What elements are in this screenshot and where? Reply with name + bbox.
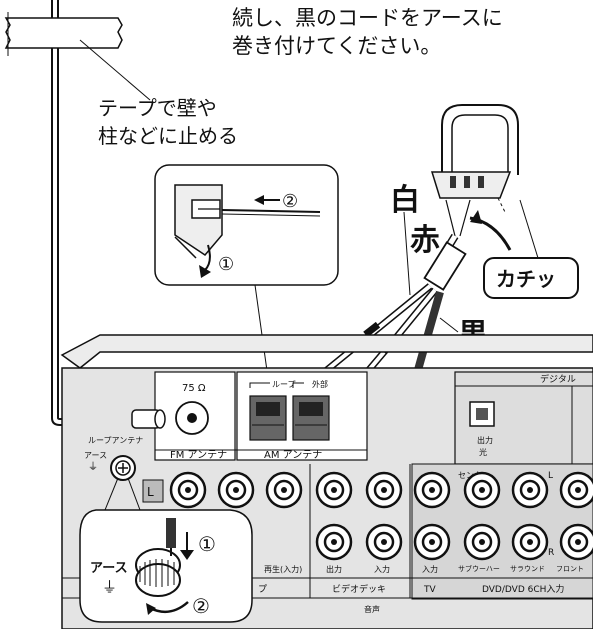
click-label: カチッ (496, 267, 556, 291)
optical-out-label: 出力 (477, 435, 493, 445)
digital-label: デジタル (540, 373, 576, 385)
optical-output-jack (469, 401, 495, 427)
l-channel-box (142, 479, 164, 503)
tape-short-label: プ (258, 584, 267, 595)
am-external-label: 外部 (312, 379, 328, 389)
lever-step-1: ① (218, 254, 234, 275)
audio-label: 音声 (364, 604, 380, 614)
rca-jack-row-2 (315, 523, 593, 561)
fm-antenna-wire (51, 0, 140, 426)
earth-inset-symbol: ⏚ (102, 578, 117, 596)
left-label: L (548, 471, 553, 481)
video-deck-label: ビデオデッキ (332, 583, 386, 595)
click-callout: カチッ (483, 257, 579, 299)
loop-antenna-label: ループアンテナ (88, 436, 143, 445)
optical-label: 光 (479, 447, 487, 457)
earth-inset-label: アース (90, 561, 128, 576)
instruction-line-2: 巻き付けてください。 (232, 34, 441, 58)
lever-callout: ② ① (154, 164, 339, 379)
front-label: フロント (556, 565, 584, 573)
fm-antenna-jack (131, 401, 209, 435)
tape-note-line-2: 柱などに止める (98, 124, 238, 148)
l-box-label: L (147, 485, 154, 499)
loop-antenna (430, 104, 539, 259)
play-in-label: 再生(入力) (264, 564, 302, 574)
tape-note-line-1: テープで壁や (98, 96, 217, 120)
am-antenna-label: AM アンテナ (264, 449, 322, 461)
subwoofer-label: サブウーハー (458, 564, 500, 573)
instruction-line-1: 続し、黒のコードをアースに (232, 6, 503, 30)
fm-ohm-label: 75 Ω (182, 383, 206, 394)
rca-jack-row-1 (169, 471, 593, 509)
earth-panel-label: アース (84, 451, 107, 460)
dvd-input-label: DVD/DVD 6CH入力 (482, 583, 564, 595)
surround-label: サラウンド (510, 565, 545, 573)
earth-step-1: ① (198, 532, 216, 556)
white-wire-label: 白 (390, 183, 420, 218)
am-loop-label: ループ (272, 380, 296, 389)
earth-terminal (110, 455, 136, 481)
vcr-out-label: 出力 (326, 564, 342, 574)
tv-label: TV (423, 585, 436, 595)
earth-inset (79, 477, 253, 623)
am-antenna-terminals (249, 382, 330, 441)
lever-step-2: ② (282, 191, 298, 212)
tape-illustration (4, 12, 151, 101)
earth-panel-symbol: ⏚ (88, 461, 98, 473)
right-label: R (548, 548, 554, 558)
earth-step-2: ② (192, 594, 210, 618)
tv-in-label: 入力 (422, 564, 438, 574)
fm-antenna-label: FM アンテナ (170, 449, 227, 461)
red-wire-label: 赤 (410, 223, 440, 258)
vcr-in-label: 入力 (374, 564, 390, 574)
